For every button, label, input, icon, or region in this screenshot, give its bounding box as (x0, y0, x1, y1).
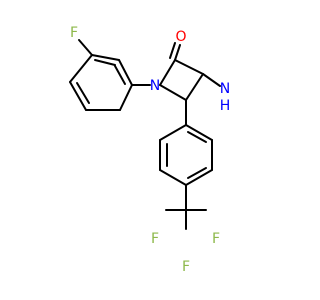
bond-aryl2-inner-2 (187, 167, 207, 179)
bond-aryl2-3 (159, 169, 187, 186)
bond-aryl-2 (69, 81, 87, 111)
bond-n-carbonyl (159, 59, 176, 86)
bond-aryl-4 (119, 84, 133, 111)
bond-aryl-1 (69, 54, 93, 83)
bond-aryl-6 (91, 54, 120, 61)
amino-nitrogen-atom: N (220, 81, 230, 97)
bond-aryl2-6 (185, 124, 213, 141)
bond-c4-n (159, 84, 187, 101)
bond-aryl-inner-1 (76, 82, 90, 104)
bond-carbonyl-o-1 (174, 44, 181, 61)
bond-f-aryl (78, 39, 93, 56)
nitrogen-atom-ring: N (150, 78, 160, 94)
fluorine-atom-cf3-bottom: F (182, 259, 190, 275)
fluorine-atom-top: F (70, 25, 78, 41)
bond-c3-c4 (185, 73, 204, 101)
bond-aryl2-inner-3 (187, 131, 207, 143)
bond-aryl-5 (118, 59, 133, 86)
bond-aryl-inner-2 (114, 65, 126, 85)
molecule-canvas: F O N N H F F F (69, 25, 231, 275)
bond-carbonyl-c3 (174, 59, 204, 75)
bond-carbonyl-o-2 (169, 42, 176, 59)
oxygen-atom: O (175, 29, 186, 45)
molecule-structure: F O N N H F F F (69, 25, 231, 275)
bond-aryl-inner-3 (94, 59, 116, 66)
amino-hydrogen-label: H (220, 98, 231, 114)
fluorine-atom-cf3-left: F (151, 231, 159, 247)
bond-c3-nh2 (202, 73, 221, 87)
bond-aryl2-4 (185, 169, 213, 186)
fluorine-atom-cf3-right: F (212, 231, 220, 247)
bond-aryl2-1 (159, 124, 187, 141)
